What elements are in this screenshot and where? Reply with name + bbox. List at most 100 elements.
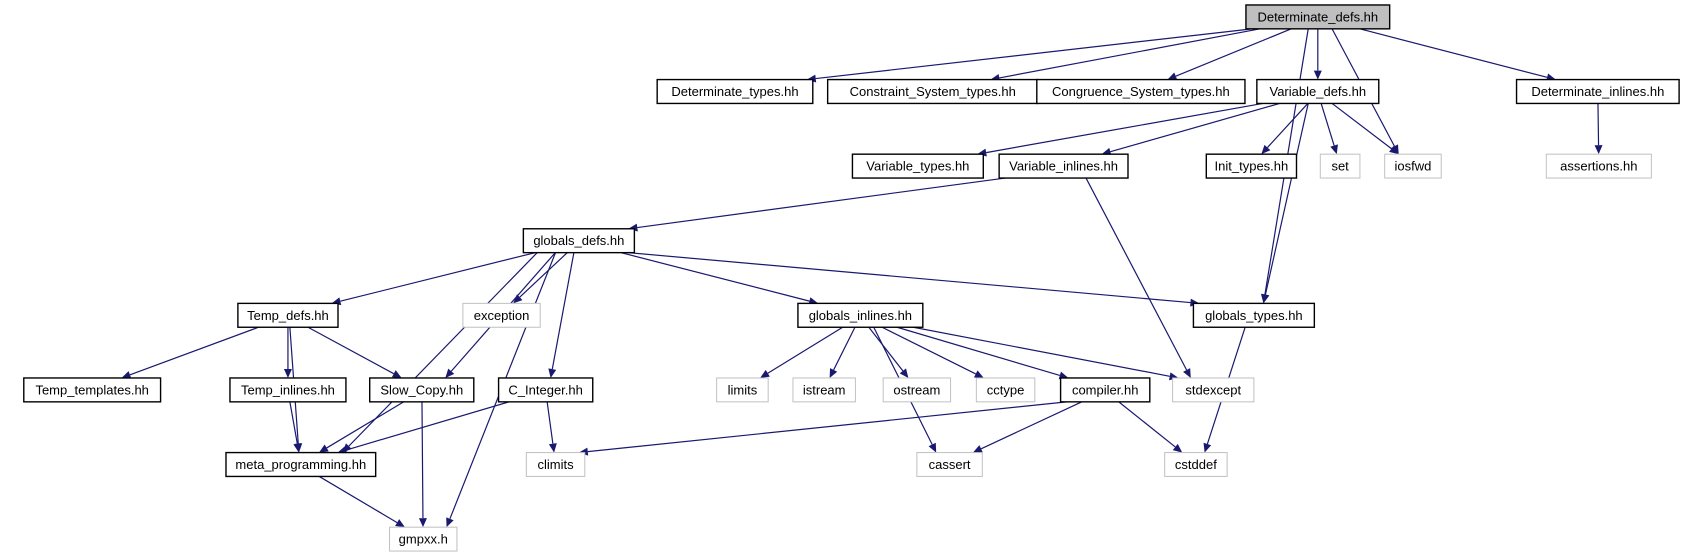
- node-globals-defs[interactable]: globals_defs.hh: [522, 228, 636, 254]
- edge-line: [587, 401, 1067, 453]
- node-box: [975, 377, 1036, 403]
- edge-globals_defs-to-globals_types: [628, 252, 1200, 307]
- node-set: set: [1319, 153, 1361, 179]
- node-box: [1192, 302, 1316, 328]
- edge-line: [767, 326, 843, 374]
- edge-temp_defs-to-slow_copy: [307, 326, 402, 378]
- node-slow-copy[interactable]: Slow_Copy.hh: [369, 377, 475, 403]
- node-label: set: [1331, 159, 1349, 174]
- node-box: [497, 377, 594, 403]
- node-box: [525, 452, 586, 477]
- edge-line: [986, 102, 1263, 154]
- edge-line: [1359, 28, 1548, 78]
- node-box: [1256, 78, 1380, 105]
- node-globals-inlines[interactable]: globals_inlines.hh: [797, 302, 924, 328]
- arrowhead-icon: [1261, 293, 1270, 304]
- edge-compiler-to-cassert: [972, 401, 1083, 453]
- node-determinate-types[interactable]: Determinate_types.hh: [656, 78, 814, 105]
- node-label: cstddef: [1175, 457, 1217, 472]
- edge-line: [1331, 102, 1392, 150]
- node-variable-types[interactable]: Variable_types.hh: [851, 153, 984, 179]
- node-label: limits: [728, 382, 758, 397]
- node-box: [462, 302, 541, 328]
- edge-determinate_defs-to-constraint_system_types: [990, 28, 1261, 82]
- edge-variable_defs-to-set: [1320, 103, 1338, 155]
- node-box: [1545, 153, 1652, 179]
- edge-line: [307, 326, 395, 375]
- node-label: Determinate_types.hh: [671, 84, 798, 99]
- edge-line: [346, 401, 510, 451]
- arrowhead-icon: [899, 368, 909, 378]
- node-variable-inlines[interactable]: Variable_inlines.hh: [998, 153, 1129, 179]
- node-box: [1164, 452, 1228, 477]
- edge-line: [1320, 103, 1335, 146]
- edge-variable_inlines-to-globals_defs: [628, 177, 1006, 232]
- arrowhead-icon: [972, 445, 983, 453]
- arrowhead-icon: [1172, 443, 1183, 453]
- node-box: [882, 377, 952, 403]
- node-temp-templates[interactable]: Temp_templates.hh: [23, 377, 162, 403]
- node-determinate-inlines[interactable]: Determinate_inlines.hh: [1515, 78, 1680, 105]
- arrowhead-icon: [391, 370, 402, 378]
- node-determinate-defs[interactable]: Determinate_defs.hh: [1245, 4, 1391, 30]
- node-globals-types[interactable]: globals_types.hh: [1192, 302, 1316, 328]
- edge-temp_defs-to-temp_inlines: [283, 327, 292, 378]
- node-label: compiler.hh: [1072, 382, 1138, 397]
- node-label: Init_types.hh: [1215, 159, 1289, 174]
- node-compiler[interactable]: compiler.hh: [1059, 377, 1151, 403]
- node-label: cctype: [987, 382, 1025, 397]
- node-c-integer[interactable]: C_Integer.hh: [497, 377, 594, 403]
- node-label: exception: [474, 308, 530, 323]
- arrowhead-icon: [1330, 144, 1338, 155]
- node-label: iosfwd: [1395, 159, 1432, 174]
- edge-line: [815, 28, 1253, 80]
- edge-line: [1597, 103, 1600, 146]
- edge-line: [637, 177, 1006, 229]
- edge-slow_copy-to-meta_programming: [318, 401, 404, 453]
- arrowhead-icon: [1389, 145, 1399, 155]
- node-box: [522, 228, 636, 254]
- node-constraint-system-types[interactable]: Constraint_System_types.hh: [826, 78, 1039, 105]
- edge-line: [551, 252, 575, 370]
- node-label: climits: [538, 457, 575, 472]
- node-stdexcept: stdexcept: [1172, 377, 1255, 403]
- edge-line: [896, 326, 1061, 376]
- node-label: gmpxx.h: [399, 532, 448, 547]
- arrowhead-icon: [445, 368, 455, 378]
- node-iosfwd: iosfwd: [1384, 153, 1442, 179]
- node-label: meta_programming.hh: [235, 457, 366, 472]
- node-temp-inlines[interactable]: Temp_inlines.hh: [229, 377, 347, 403]
- node-label: Constraint_System_types.hh: [850, 84, 1016, 99]
- node-variable-defs[interactable]: Variable_defs.hh: [1256, 78, 1380, 105]
- node-congruence-system-types[interactable]: Congruence_System_types.hh: [1036, 78, 1246, 105]
- edge-line: [519, 252, 568, 298]
- node-box: [1059, 377, 1151, 403]
- node-init-types[interactable]: Init_types.hh: [1205, 153, 1298, 179]
- edge-line: [1118, 401, 1176, 448]
- edge-line: [348, 252, 538, 447]
- node-label: Variable_types.hh: [866, 159, 969, 174]
- arrowhead-icon: [293, 443, 302, 453]
- node-box: [1172, 377, 1255, 403]
- edge-line: [999, 28, 1261, 79]
- edge-globals_inlines-to-cctype: [881, 326, 984, 378]
- edge-globals_inlines-to-stdexcept: [913, 326, 1179, 381]
- edge-line: [340, 252, 536, 302]
- edge-globals_defs-to-exception: [513, 252, 568, 304]
- arrowhead-icon: [121, 371, 132, 379]
- edge-line: [421, 401, 424, 519]
- node-meta-programming[interactable]: meta_programming.hh: [225, 451, 377, 478]
- node-label: cassert: [929, 457, 971, 472]
- arrowhead-icon: [760, 369, 770, 378]
- edge-globals_inlines-to-istream: [829, 326, 856, 378]
- edge-meta_programming-to-gmpxx: [318, 475, 405, 528]
- arrowhead-icon: [548, 368, 557, 378]
- node-box: [1245, 4, 1391, 30]
- node-temp-defs[interactable]: Temp_defs.hh: [237, 302, 339, 328]
- node-box: [656, 78, 814, 105]
- edge-temp_inlines-to-meta_programming: [289, 401, 302, 453]
- node-label: stdexcept: [1185, 382, 1241, 397]
- edge-variable_defs-to-iosfwd: [1331, 102, 1399, 155]
- arrowhead-icon: [1313, 70, 1322, 80]
